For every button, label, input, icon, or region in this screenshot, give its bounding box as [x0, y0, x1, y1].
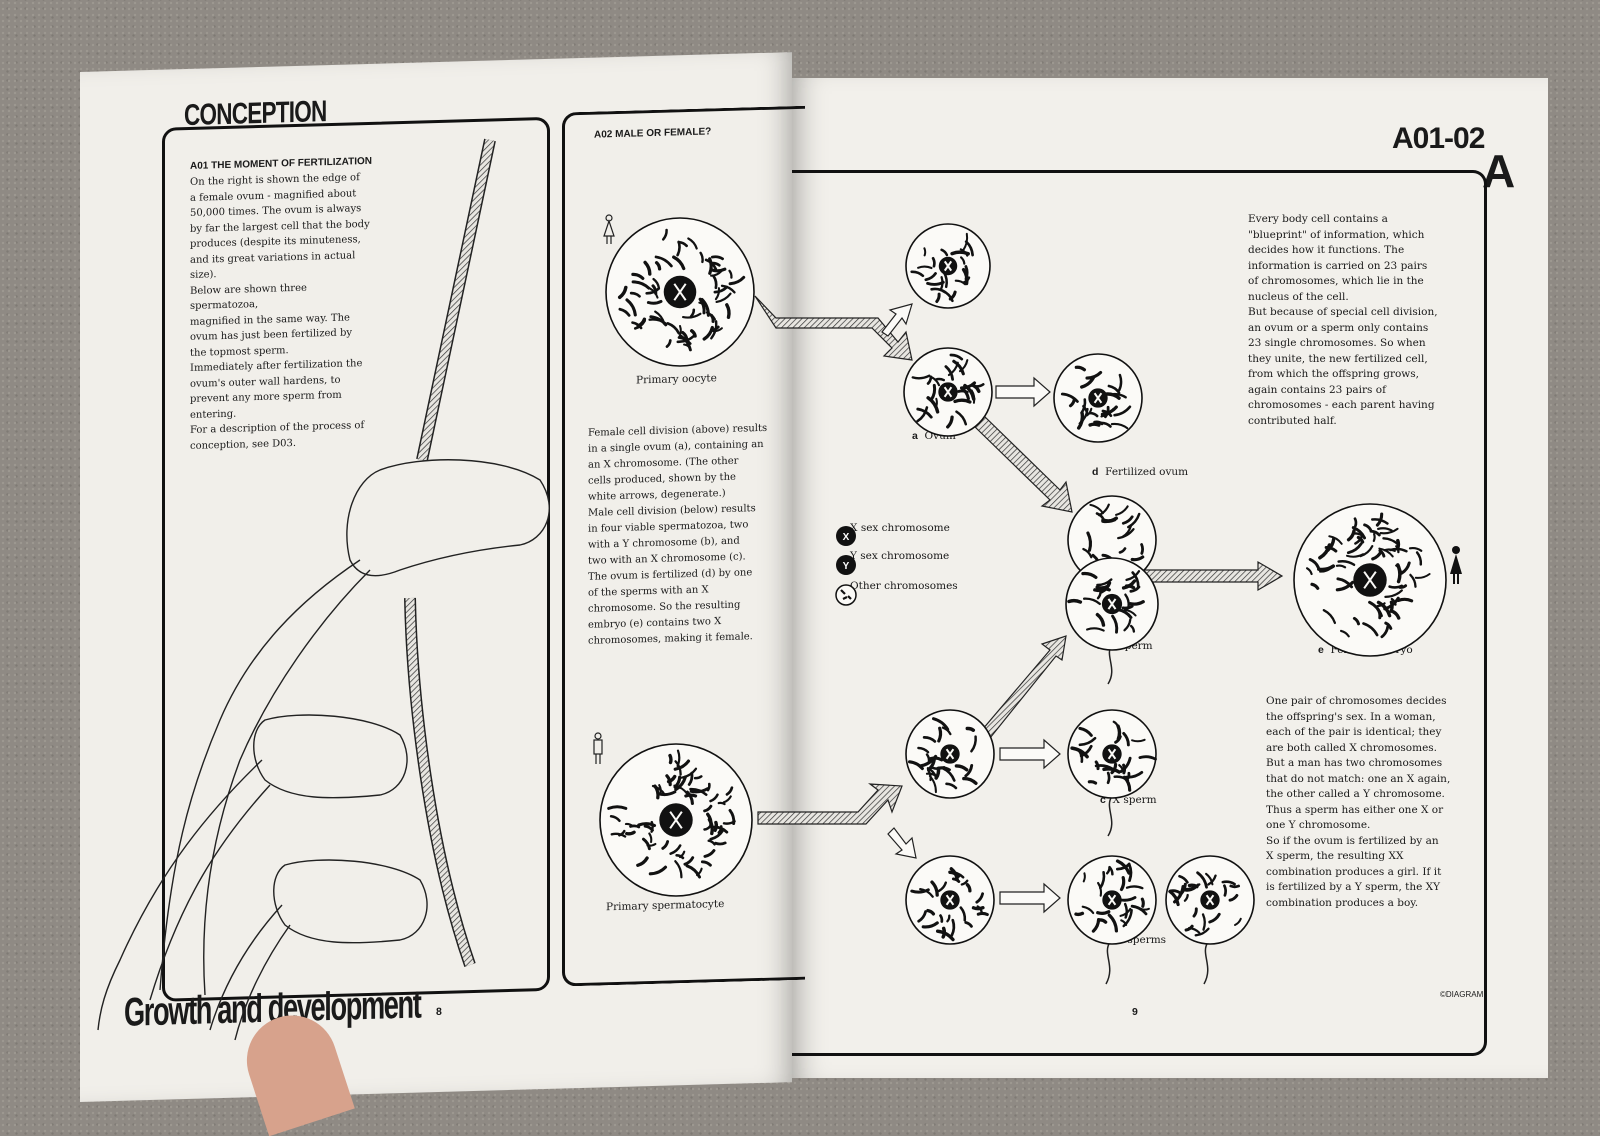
primary-spermatocyte-cell	[599, 743, 753, 897]
cell-diagram	[599, 217, 1447, 945]
legend-x-icon: X	[836, 526, 856, 546]
division-arrows	[754, 295, 1284, 825]
legend-y: Y sex chromosome	[850, 550, 950, 562]
legend-x: X sex chromosome	[850, 522, 950, 534]
copyright: ©DIAGRAM	[1440, 990, 1484, 999]
right-panel	[772, 170, 1487, 1056]
fertilization-illustration	[97, 138, 550, 1041]
y-sperm-cell-2	[1165, 855, 1255, 945]
ovum-cell	[903, 347, 993, 437]
white-arrows	[881, 303, 1061, 914]
primary-oocyte-cell	[605, 217, 755, 367]
y-sperm-cell-1	[1067, 855, 1157, 945]
legend-y-icon: Y	[836, 555, 856, 575]
female-embryo-symbol-icon	[1450, 546, 1462, 584]
svg-text:Y: Y	[843, 561, 850, 572]
right-page-code: A01-02	[1392, 122, 1485, 155]
intro-text: Every body cell contains a"blueprint" of…	[1248, 213, 1438, 427]
male-figure-icon	[593, 732, 603, 764]
female-embryo-cell	[1293, 503, 1447, 657]
legend-other-icon	[835, 584, 857, 606]
fertilized-ovum-cell-bottom	[1065, 557, 1159, 651]
x-sperm-cell	[1067, 709, 1157, 799]
legend-other: Other chromosomes	[850, 580, 958, 592]
svg-text:X: X	[843, 532, 850, 543]
secondary-spermatocyte-lower	[905, 855, 995, 945]
degenerate-cell-mid	[1053, 353, 1143, 443]
label-fertilized-ovum: d Fertilized ovum	[1092, 466, 1189, 478]
section-letter: A	[1482, 145, 1515, 197]
female-figure-icon	[603, 214, 615, 244]
right-page-number: 9	[1132, 1006, 1138, 1018]
secondary-spermatocyte-upper	[905, 709, 995, 799]
degenerate-cell-top	[905, 223, 991, 309]
